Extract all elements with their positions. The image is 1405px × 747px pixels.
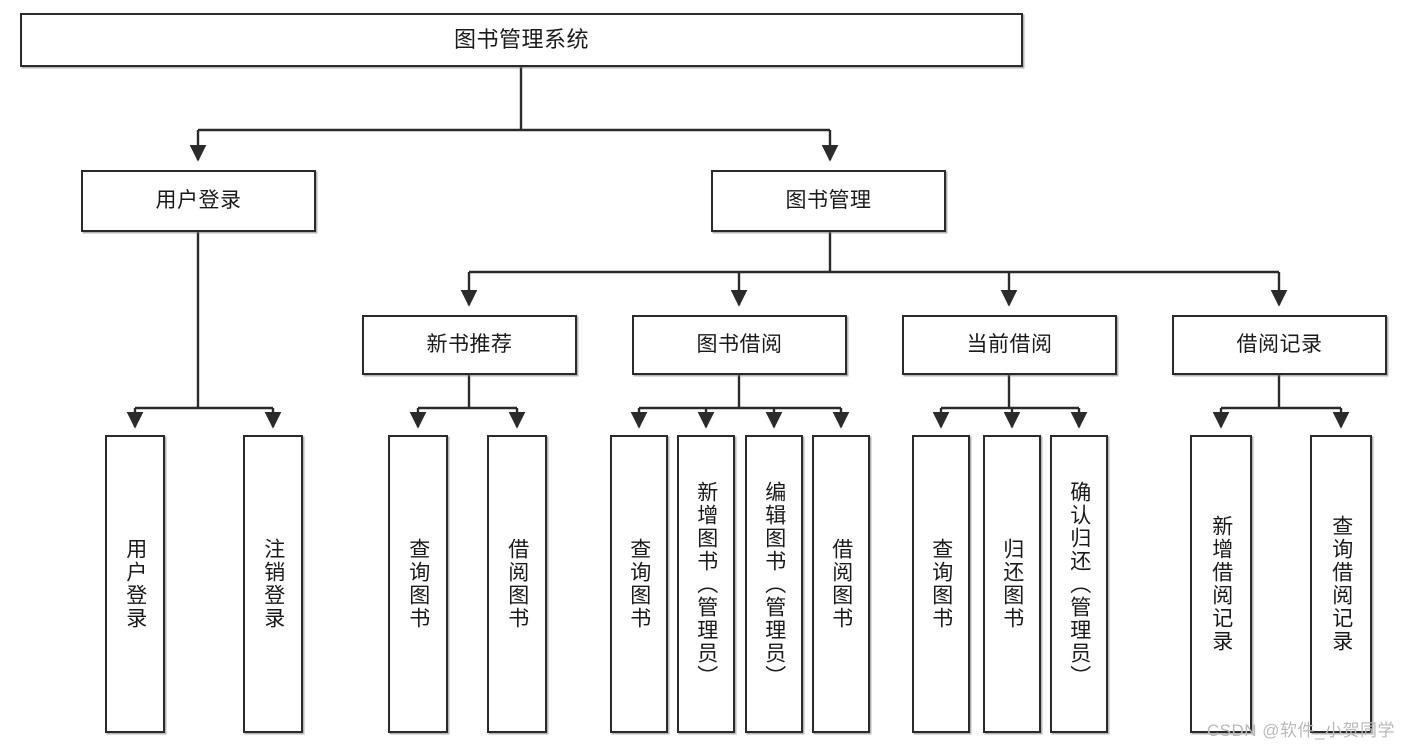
- watermark: CSDN @软件_小贺同学: [1206, 721, 1395, 740]
- node-user-login-label: 用户登录: [155, 189, 242, 213]
- node-book-management[interactable]: 图书管理: [711, 170, 946, 232]
- leaf-node[interactable]: 查询图书: [912, 435, 970, 733]
- node-user-login[interactable]: 用户登录: [81, 170, 316, 232]
- leaf-node[interactable]: 确认归还（管理员）: [1050, 435, 1108, 733]
- leaf-node[interactable]: 新增图书（管理员）: [677, 435, 735, 733]
- node-borrow-record[interactable]: 借阅记录: [1172, 315, 1387, 375]
- leaf-node-label: 编辑图书（管理员）: [762, 480, 786, 688]
- leaf-node[interactable]: 查询图书: [388, 435, 448, 733]
- leaf-node-label: 新增图书（管理员）: [694, 480, 718, 688]
- leaf-node-label: 用户登录: [123, 538, 147, 630]
- leaf-node-label: 查询图书: [406, 538, 430, 630]
- leaf-node-label: 查询图书: [627, 538, 651, 630]
- node-book-management-label: 图书管理: [785, 189, 872, 213]
- leaf-node[interactable]: 新增借阅记录: [1190, 435, 1252, 733]
- node-borrow-record-label: 借阅记录: [1236, 333, 1323, 357]
- leaf-node[interactable]: 归还图书: [983, 435, 1041, 733]
- leaf-node[interactable]: 编辑图书（管理员）: [745, 435, 803, 733]
- leaf-node[interactable]: 借阅图书: [812, 435, 870, 733]
- leaf-node-label: 查询图书: [929, 538, 953, 630]
- leaf-node-label: 归还图书: [1000, 538, 1024, 630]
- leaf-node[interactable]: 借阅图书: [487, 435, 547, 733]
- node-book-borrow[interactable]: 图书借阅: [632, 315, 847, 375]
- leaf-node-label: 查询借阅记录: [1329, 515, 1353, 653]
- leaf-node-label: 借阅图书: [505, 538, 529, 630]
- leaf-node-label: 借阅图书: [829, 538, 853, 630]
- node-current-borrow-label: 当前借阅: [966, 333, 1053, 357]
- leaf-node-label: 确认归还（管理员）: [1067, 480, 1091, 688]
- node-root[interactable]: 图书管理系统: [20, 13, 1023, 67]
- leaf-node-label: 新增借阅记录: [1209, 515, 1233, 653]
- node-new-book-recommend-label: 新书推荐: [426, 333, 513, 357]
- leaf-node[interactable]: 注销登录: [243, 435, 303, 733]
- node-new-book-recommend[interactable]: 新书推荐: [362, 315, 577, 375]
- leaf-node-label: 注销登录: [261, 538, 285, 630]
- node-root-label: 图书管理系统: [453, 26, 589, 52]
- leaf-node[interactable]: 查询借阅记录: [1310, 435, 1372, 733]
- node-current-borrow[interactable]: 当前借阅: [902, 315, 1117, 375]
- leaf-node[interactable]: 查询图书: [610, 435, 668, 733]
- node-book-borrow-label: 图书借阅: [696, 333, 783, 357]
- leaf-node[interactable]: 用户登录: [105, 435, 165, 733]
